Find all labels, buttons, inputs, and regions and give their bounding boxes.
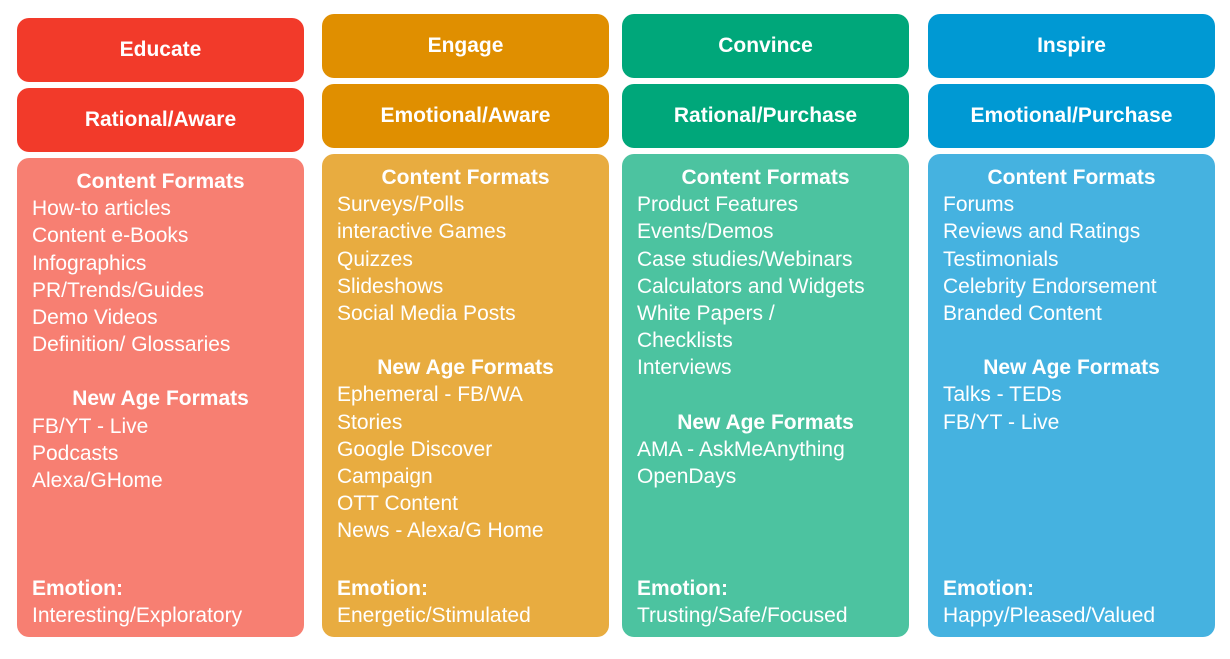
stage-subtitle: Emotional/Purchase <box>970 104 1173 127</box>
emotion-block: Emotion: Happy/Pleased/Valued <box>943 575 1155 629</box>
stage-header: Convince <box>622 14 909 78</box>
new-age-formats-heading: New Age Formats <box>983 356 1160 380</box>
new-age-format-item: Google Discover <box>337 437 493 461</box>
stage-title: Educate <box>119 38 202 61</box>
content-format-item: Branded Content <box>943 302 1102 326</box>
new-age-format-item: FB/YT - Live <box>943 410 1060 434</box>
new-age-formats-heading: New Age Formats <box>677 410 854 434</box>
new-age-format-item: Alexa/GHome <box>32 469 163 493</box>
emotion-value: Happy/Pleased/Valued <box>943 603 1156 627</box>
stage-header: Educate <box>17 18 304 82</box>
content-format-item: Events/Demos <box>637 220 774 244</box>
content-format-item: Infographics <box>32 251 147 275</box>
emotion-value: Trusting/Safe/Focused <box>637 603 848 627</box>
content-format-item: Forums <box>943 193 1015 217</box>
content-formats-heading: Content Formats <box>987 166 1156 189</box>
content-format-item: Product Features <box>637 193 799 217</box>
stage-header: Engage <box>322 14 609 78</box>
new-age-format-item: AMA - AskMeAnything <box>637 437 845 461</box>
content-format-item: Slideshows <box>337 274 444 298</box>
emotion-block: Emotion: Trusting/Safe/Focused <box>637 575 848 629</box>
stage-mode: Emotional/Purchase <box>928 84 1215 148</box>
content-format-item: PR/Trends/Guides <box>32 278 204 302</box>
stage-subtitle: Rational/Aware <box>84 108 237 131</box>
content-format-item: Demo Videos <box>32 306 158 330</box>
new-age-format-item: Talks - TEDs <box>943 383 1062 407</box>
new-age-formats-heading: New Age Formats <box>377 356 554 380</box>
stage-title: Inspire <box>1037 34 1106 57</box>
new-age-format-item: OpenDays <box>637 465 737 489</box>
column-inspire: Inspire Emotional/Purchase Content Forma… <box>928 14 1215 637</box>
stage-mode: Emotional/Aware <box>322 84 609 148</box>
content-format-item: Interviews <box>637 356 732 380</box>
stage-title: Engage <box>427 34 504 57</box>
new-age-format-item: Ephemeral - FB/WA <box>337 383 523 407</box>
content-formats-heading: Content Formats <box>681 166 850 189</box>
new-age-format-item: News - Alexa/G Home <box>337 519 544 543</box>
content-formats-heading: Content Formats <box>381 166 550 189</box>
emotion-label: Emotion: <box>337 576 428 600</box>
content-format-item: Calculators and Widgets <box>637 274 865 298</box>
new-age-format-item: Podcasts <box>32 441 119 465</box>
new-age-format-item: Stories <box>337 410 403 434</box>
content-format-item: Social Media Posts <box>337 302 516 326</box>
new-age-format-item: FB/YT - Live <box>32 414 149 438</box>
stage-subtitle: Rational/Purchase <box>673 104 858 127</box>
stage-title: Convince <box>718 34 813 57</box>
content-format-item: Celebrity Endorsement <box>943 274 1157 298</box>
emotion-label: Emotion: <box>943 576 1034 600</box>
emotion-block: Emotion: Interesting/Exploratory <box>32 575 242 629</box>
content-format-item: Definition/ Glossaries <box>32 333 231 357</box>
emotion-label: Emotion: <box>32 576 123 600</box>
new-age-format-item: Campaign <box>337 465 433 489</box>
content-format-item: Reviews and Ratings <box>943 220 1141 244</box>
stage-header: Inspire <box>928 14 1215 78</box>
emotion-label: Emotion: <box>637 576 728 600</box>
content-format-item: Quizzes <box>337 247 413 271</box>
stage-subtitle: Emotional/Aware <box>380 104 551 127</box>
content-format-item: Case studies/Webinars <box>637 247 853 271</box>
content-format-item: Content e-Books <box>32 224 189 248</box>
content-format-item: Testimonials <box>943 247 1059 271</box>
content-formats-heading: Content Formats <box>76 170 245 193</box>
stage-mode: Rational/Purchase <box>622 84 909 148</box>
new-age-format-item: OTT Content <box>337 492 458 516</box>
new-age-formats-heading: New Age Formats <box>72 387 249 411</box>
content-format-item: Surveys/Polls <box>337 193 465 217</box>
column-convince: Convince Rational/Purchase Content Forma… <box>622 14 909 637</box>
content-format-item: How-to articles <box>32 197 171 221</box>
content-format-item: interactive Games <box>337 220 507 244</box>
content-format-item: Checklists <box>637 329 733 353</box>
stage-mode: Rational/Aware <box>17 88 304 152</box>
emotion-value: Energetic/Stimulated <box>337 603 531 627</box>
emotion-block: Emotion: Energetic/Stimulated <box>337 575 531 629</box>
emotion-value: Interesting/Exploratory <box>32 603 243 627</box>
content-format-item: White Papers / <box>637 302 775 326</box>
